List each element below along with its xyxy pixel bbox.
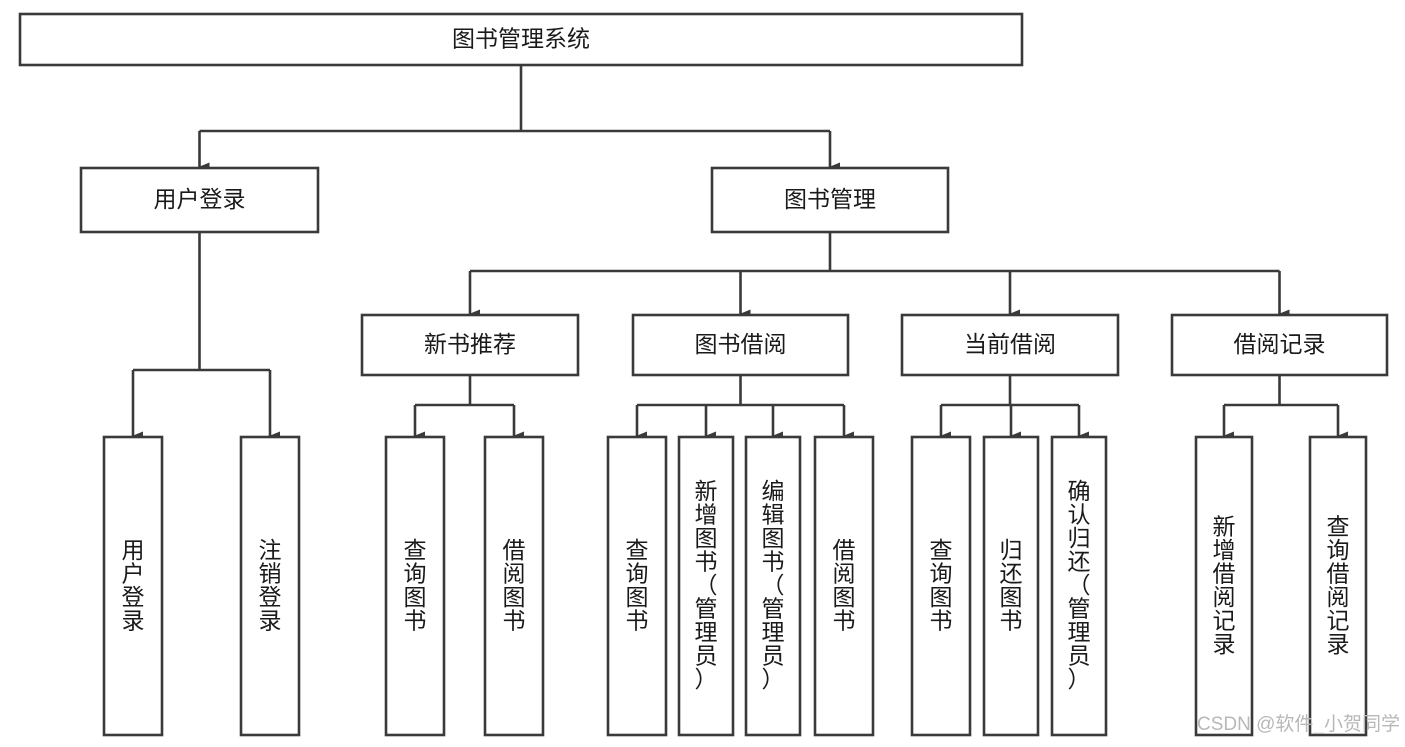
node-box-leaf-edit-book[interactable]: [744, 435, 802, 737]
node-box-leaf-add-book[interactable]: [677, 435, 735, 737]
node-label-leaf-add-record: 新增借阅记录: [1213, 513, 1236, 657]
node-box-borrow-record[interactable]: [1170, 313, 1389, 377]
node-box-leaf-return-book[interactable]: [982, 435, 1040, 737]
node-label-leaf-confirm-return: 确认归还（管理员）: [1068, 478, 1091, 692]
node-box-leaf-query-book-borrow[interactable]: [606, 435, 668, 737]
node-label-leaf-borrow-book: 借阅图书: [833, 537, 856, 634]
node-box-leaf-borrow-book[interactable]: [813, 435, 875, 737]
node-boxes-layer: [18, 12, 1389, 737]
node-box-root[interactable]: [18, 12, 1024, 67]
node-label-book-borrow: 图书借阅: [695, 331, 787, 357]
node-label-leaf-query-book-borrow: 查询图书: [626, 537, 649, 634]
node-label-borrow-record: 借阅记录: [1234, 331, 1326, 357]
node-label-current-borrow: 当前借阅: [964, 331, 1056, 357]
node-label-leaf-user-login: 用户登录: [122, 537, 145, 634]
connector-lines-layer: [131, 65, 1348, 441]
node-label-user-login: 用户登录: [154, 186, 246, 212]
node-label-book-manage: 图书管理: [784, 186, 876, 212]
node-label-leaf-return-book: 归还图书: [1000, 537, 1023, 634]
node-box-current-borrow[interactable]: [900, 313, 1120, 377]
node-box-leaf-user-login[interactable]: [102, 435, 164, 737]
node-box-user-login[interactable]: [79, 166, 320, 234]
node-box-leaf-add-record[interactable]: [1194, 435, 1254, 737]
node-label-leaf-add-book: 新增图书（管理员）: [695, 478, 718, 692]
node-box-book-manage[interactable]: [710, 166, 950, 234]
node-box-new-book-recommend[interactable]: [360, 313, 580, 377]
node-box-leaf-query-record[interactable]: [1308, 435, 1368, 737]
csdn-watermark: CSDN @软件_小贺同学: [1197, 713, 1400, 735]
node-box-leaf-query-book-current[interactable]: [910, 435, 972, 737]
node-label-leaf-query-book-new: 查询图书: [404, 537, 427, 634]
node-box-leaf-confirm-return[interactable]: [1050, 435, 1108, 737]
node-label-leaf-borrow-book-new: 借阅图书: [503, 537, 526, 634]
node-box-book-borrow[interactable]: [631, 313, 850, 377]
node-box-leaf-logout[interactable]: [239, 435, 301, 737]
node-labels-layer: 图书管理系统用户登录图书管理新书推荐图书借阅当前借阅借阅记录用户登录注销登录查询…: [122, 26, 1350, 692]
node-label-new-book-recommend: 新书推荐: [424, 331, 516, 357]
node-label-leaf-edit-book: 编辑图书（管理员）: [762, 478, 785, 692]
node-box-leaf-query-book-new[interactable]: [384, 435, 446, 737]
node-label-leaf-query-record: 查询借阅记录: [1327, 513, 1350, 657]
node-label-leaf-query-book-current: 查询图书: [930, 537, 953, 634]
node-label-leaf-logout: 注销登录: [259, 537, 282, 634]
node-box-leaf-borrow-book-new[interactable]: [483, 435, 545, 737]
node-label-root: 图书管理系统: [452, 26, 590, 52]
